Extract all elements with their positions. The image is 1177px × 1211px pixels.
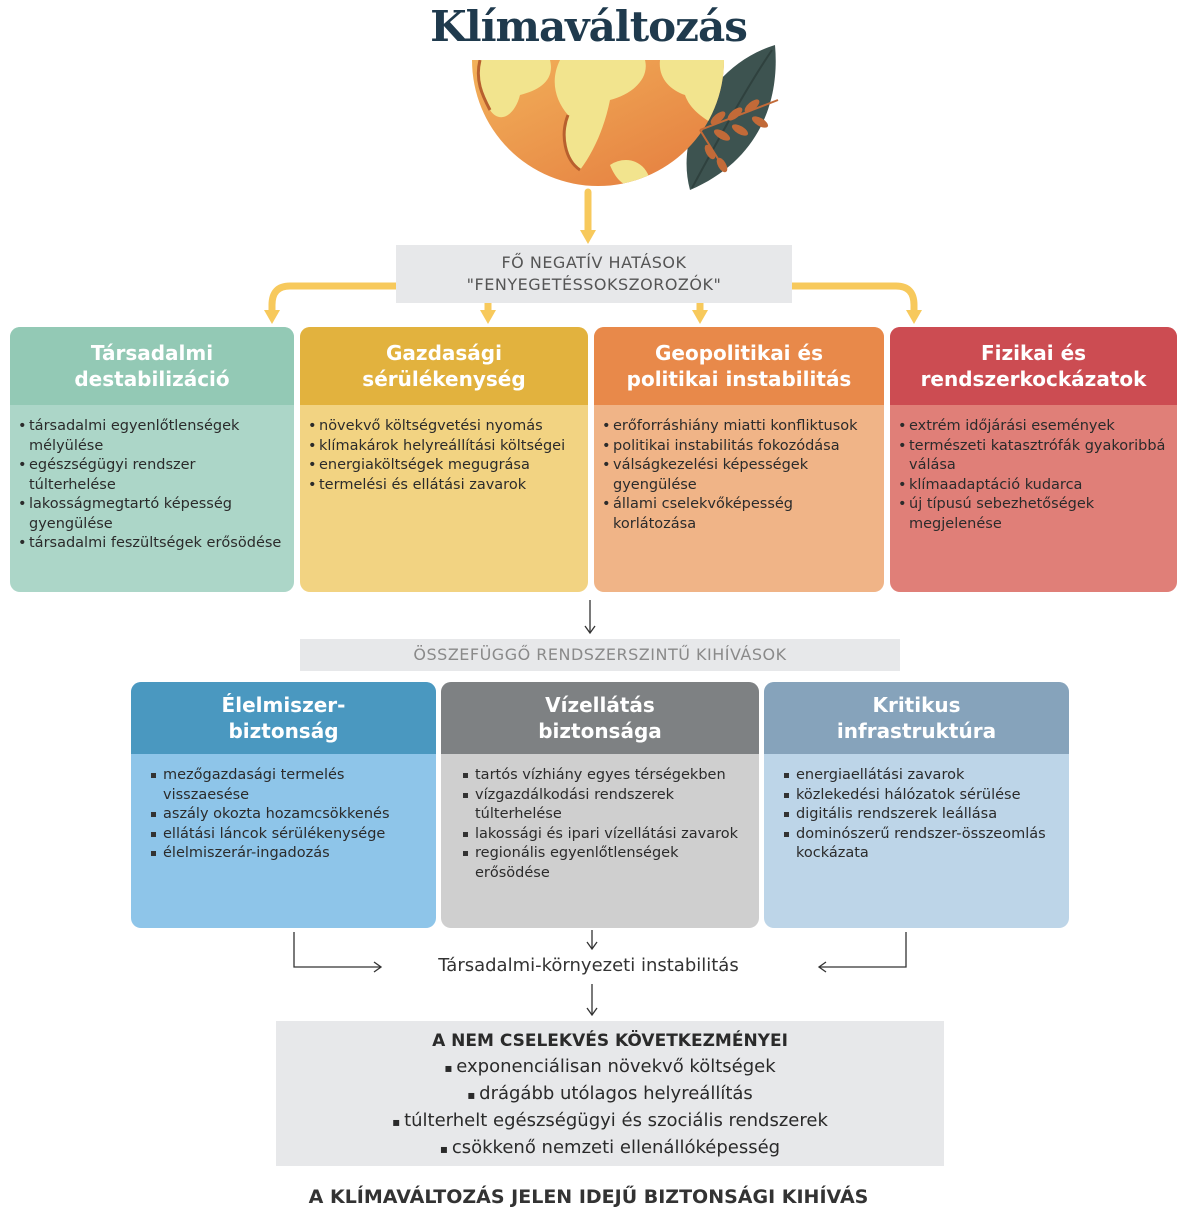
consequence-item: drágább utólagos helyreállítás	[276, 1081, 944, 1108]
card-title-line2: biztonsága	[538, 719, 662, 743]
card-list-item: élelmiszerár-ingadozás	[147, 844, 428, 864]
card-title: Élelmiszer-biztonság	[131, 682, 436, 754]
card-list-item: klímakárok helyreállítási költségei	[308, 437, 580, 457]
card-list-item: politikai instabilitás fokozódása	[602, 437, 876, 457]
card-list-item: válságkezelési képességek gyengülése	[602, 456, 876, 495]
card-list-item: mezőgazdasági termelés visszaesése	[147, 766, 428, 805]
challenges-card: Élelmiszer-biztonság mezőgazdasági termel…	[131, 682, 436, 928]
globe-illustration	[472, 45, 779, 190]
card-list-item: természeti katasztrófák gyakoribbá válás…	[898, 437, 1169, 476]
card-title-line2: sérülékenység	[362, 367, 526, 391]
card-list-item: társadalmi feszültségek erősödése	[18, 534, 286, 554]
footer-statement: A KLÍMAVÁLTOZÁS JELEN IDEJŰ BIZTONSÁGI K…	[308, 1186, 869, 1208]
card-list-item: dominószerű rendszer-összeomlás kockázat…	[780, 825, 1061, 864]
page-title: Klímaváltozás	[430, 2, 748, 51]
card-list-item: extrém időjárási események	[898, 417, 1169, 437]
card-list-item: aszály okozta hozamcsökkenés	[147, 805, 428, 825]
card-title-line1: Gazdasági	[386, 341, 502, 365]
card-title-line2: destabilizáció	[74, 367, 230, 391]
card-list-item: lakossági és ipari vízellátási zavarok	[459, 825, 751, 845]
card-list-item: digitális rendszerek leállása	[780, 805, 1061, 825]
consequences-title: A NEM CSELEKVÉS KÖVETKEZMÉNYEI	[432, 1031, 788, 1051]
card-title-line2: rendszerkockázatok	[920, 367, 1147, 391]
consequences-list: exponenciálisan növekvő költségekdrágább…	[276, 1054, 944, 1162]
card-list-item: társadalmi egyenlőtlenségek mélyülése	[18, 417, 286, 456]
card-list-item: termelési és ellátási zavarok	[308, 476, 580, 496]
card-list-item: erőforráshiány miatti konfliktusok	[602, 417, 876, 437]
card-title-line1: Geopolitikai és	[654, 341, 823, 365]
card-list-item: növekvő költségvetési nyomás	[308, 417, 580, 437]
main-impacts-banner: FŐ NEGATÍV HATÁSOK "FENYEGETÉSSOKSZOROZÓ…	[396, 245, 792, 303]
card-list-item: energiaköltségek megugrása	[308, 456, 580, 476]
banner-line1: FŐ NEGATÍV HATÁSOK	[501, 253, 687, 272]
card-title-line1: Vízellátás	[545, 693, 655, 717]
card-title-line1: Kritikus	[872, 693, 961, 717]
card-list-item: közlekedési hálózatok sérülése	[780, 786, 1061, 806]
card-title-line2: politikai instabilitás	[626, 367, 852, 391]
system-challenges-banner: ÖSSZEFÜGGŐ RENDSZERSZINTŰ KIHÍVÁSOK	[300, 639, 900, 671]
consequence-item: túlterhelt egészségügyi és szociális ren…	[276, 1108, 944, 1135]
card-list-item: lakosságmegtartó képesség gyengülése	[18, 495, 286, 534]
card-list-item: ellátási láncok sérülékenysége	[147, 825, 428, 845]
card-list-item: vízgazdálkodási rendszerek túlterhelése	[459, 786, 751, 825]
instability-label: Társadalmi-környezeti instabilitás	[438, 955, 739, 976]
card-title-line2: biztonság	[228, 719, 339, 743]
consequences-box: A NEM CSELEKVÉS KÖVETKEZMÉNYEI exponenci…	[276, 1021, 944, 1166]
consequence-item: csökkenő nemzeti ellenállóképesség	[276, 1135, 944, 1162]
card-title-line1: Társadalmi	[90, 341, 214, 365]
card-list-item: új típusú sebezhetőségek megjelenése	[898, 495, 1169, 534]
card-list-item: állami cselekvőképesség korlátozása	[602, 495, 876, 534]
card-list-item: regionális egyenlőtlenségek erősödése	[459, 844, 751, 883]
card-list-item: egészségügyi rendszer túlterhelése	[18, 456, 286, 495]
banner-line2: "FENYEGETÉSSOKSZOROZÓK"	[466, 275, 722, 294]
card-list-item: tartós vízhiány egyes térségekben	[459, 766, 751, 786]
card-list-item: energiaellátási zavarok	[780, 766, 1061, 786]
card-title-line2: infrastruktúra	[836, 719, 997, 743]
card-title-line1: Élelmiszer-	[221, 693, 346, 717]
consequence-item: exponenciálisan növekvő költségek	[276, 1054, 944, 1081]
card-title-line1: Fizikai és	[980, 341, 1087, 365]
card-list-item: klímaadaptáció kudarca	[898, 476, 1169, 496]
